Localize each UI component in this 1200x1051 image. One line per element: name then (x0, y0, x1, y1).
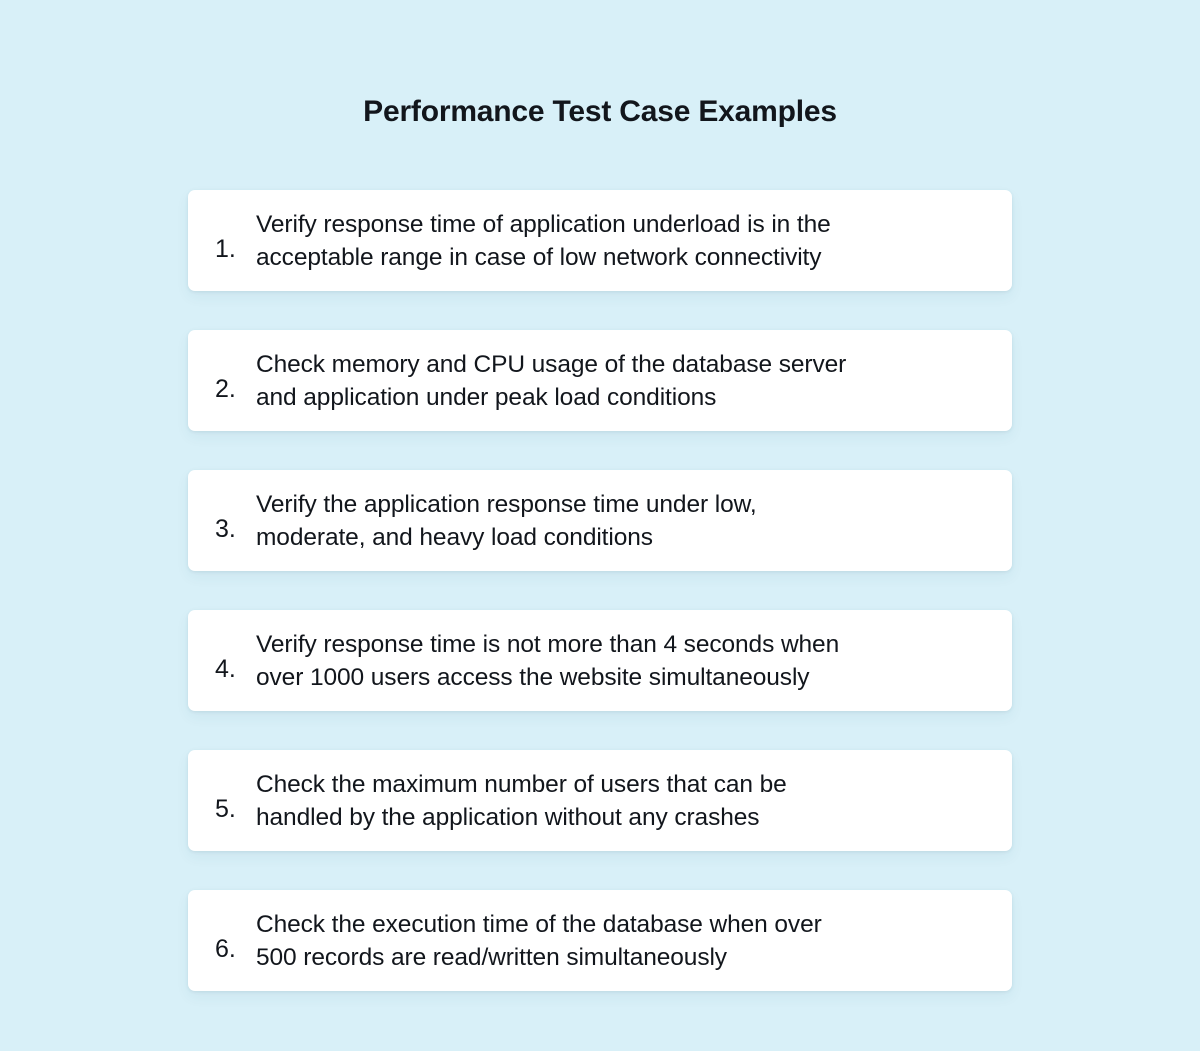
list-item: 6. Check the execution time of the datab… (188, 890, 1012, 991)
list-item-number: 1. (215, 235, 236, 263)
list-item-number: 2. (215, 375, 236, 403)
list-item-number: 4. (215, 655, 236, 683)
list-item: 5. Check the maximum number of users tha… (188, 750, 1012, 851)
list-item: 1. Verify response time of application u… (188, 190, 1012, 291)
list-item-text: Verify response time of application unde… (256, 210, 831, 271)
list-item-number: 5. (215, 795, 236, 823)
list-item: 4. Verify response time is not more than… (188, 610, 1012, 711)
list-item: 3. Verify the application response time … (188, 470, 1012, 571)
list-item-text: Check the execution time of the database… (256, 910, 822, 971)
page-title: Performance Test Case Examples (363, 95, 837, 128)
list-item-number: 6. (215, 935, 236, 963)
list-item-text: Verify response time is not more than 4 … (256, 630, 840, 691)
list-item-text: Check memory and CPU usage of the databa… (256, 350, 847, 411)
list-item-number: 3. (215, 515, 236, 543)
list-item-text: Check the maximum number of users that c… (256, 770, 787, 831)
test-case-list: 1. Verify response time of application u… (188, 190, 1012, 991)
list-item: 2. Check memory and CPU usage of the dat… (188, 330, 1012, 431)
list-item-text: Verify the application response time und… (256, 490, 757, 551)
